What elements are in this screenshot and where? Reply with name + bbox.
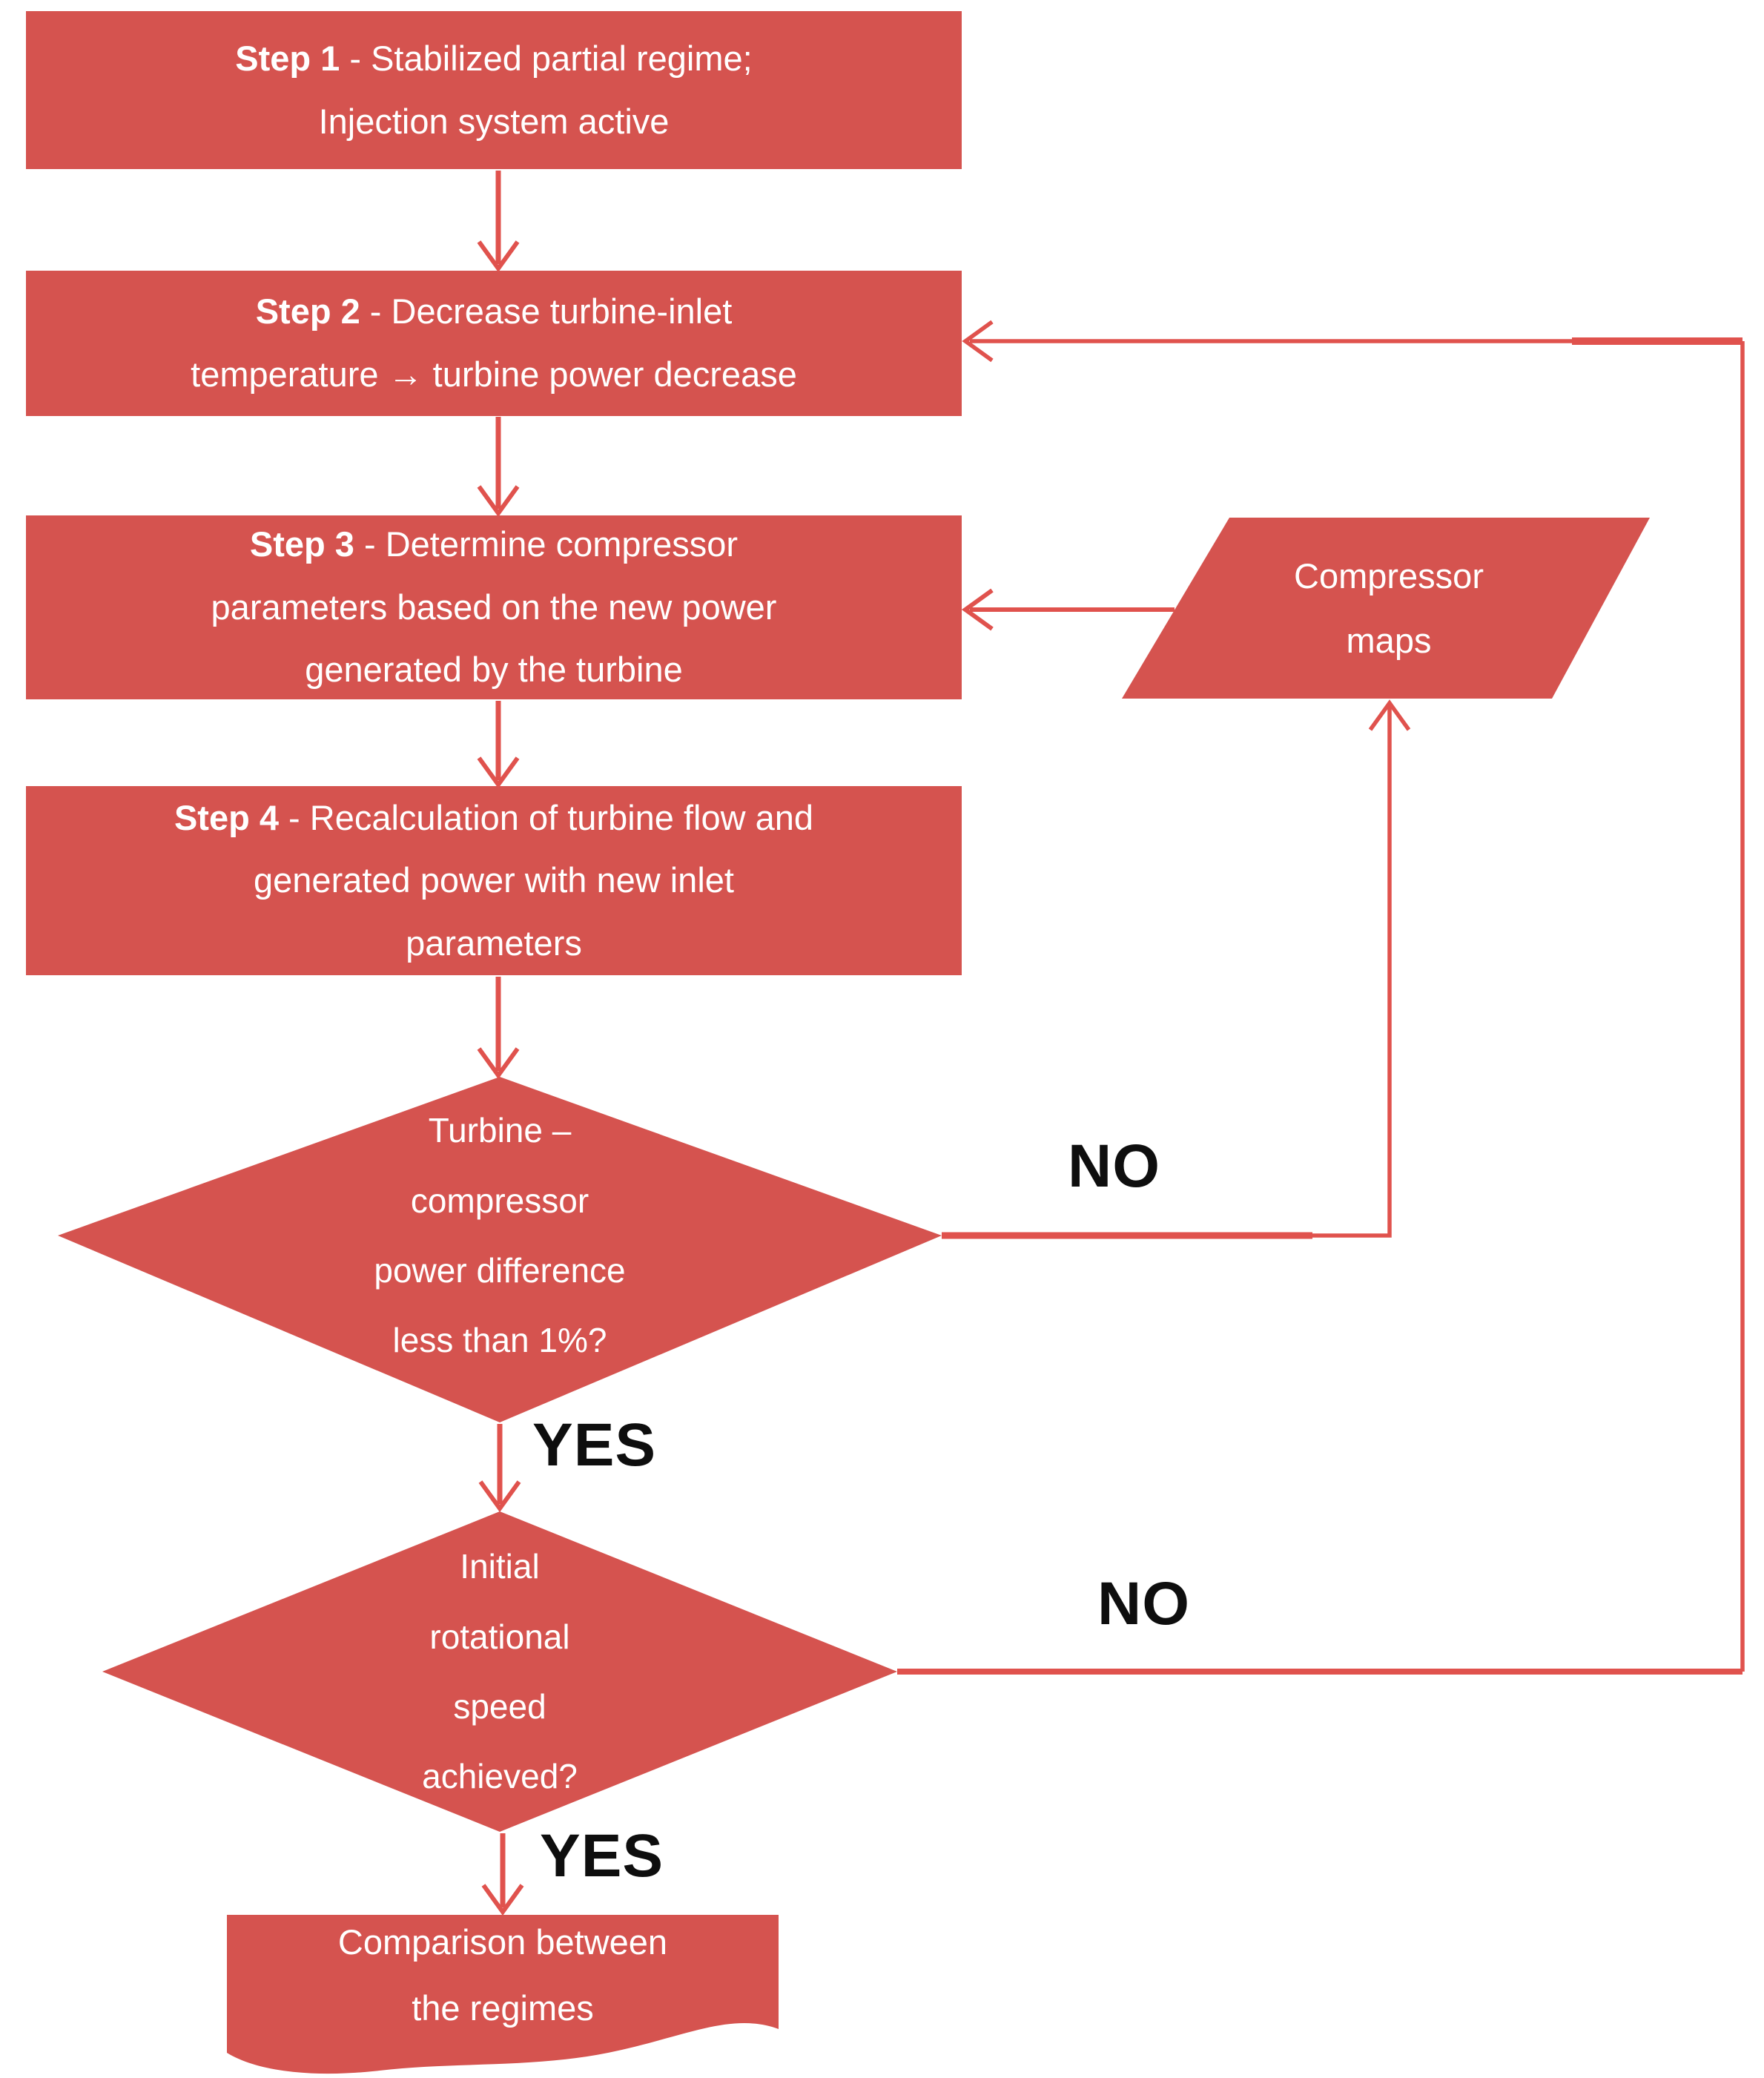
arrowhead-down-icon [477,756,520,789]
step-2-prefix: Step 2 [255,291,360,332]
no-label-1: NO [1068,1132,1160,1200]
no-label-2: NO [1097,1570,1190,1637]
arrowhead-left-icon [961,588,994,631]
comparison-label: Comparison between the regimes [337,1922,668,2028]
step-3-description: - Determine compressor parameters based … [211,524,777,690]
step-3-box [26,515,962,699]
connector-step4-decision1 [477,977,520,1080]
connector-decision1-no-compressor-maps [942,699,1411,1239]
step-2-label: Step 2 - Decrease turbine-inlet temperat… [26,271,962,416]
connector-step3-step4 [477,701,520,789]
step-3-label: Step 3 - Determine compressor parameters… [26,515,962,699]
compressor-maps-parallelogram [1122,518,1650,699]
comparison-document-shape [227,1915,779,2074]
step-1-box [26,11,962,169]
connector-compressor-maps-step3 [961,588,1175,631]
step-3-prefix: Step 3 [249,524,354,564]
step-4-description: - Recalculation of turbine flow and gene… [254,797,814,963]
step-1-description: - Stabilized partial regime; Injection s… [318,38,753,141]
compressor-maps-label: Compressor maps [1294,556,1484,660]
arrowhead-down-icon [481,1884,524,1916]
arrowhead-left-icon [962,320,994,363]
connector-decision2-yes-terminal [481,1833,524,1916]
step-1-label: Step 1 - Stabilized partial regime; Inje… [26,11,962,169]
arrowhead-down-icon [477,1047,520,1080]
connector-step2-step3 [477,417,520,518]
connector-decision2-no-step2 [897,320,1745,1675]
step-2-description: - Decrease turbine-inlet temperature → t… [191,291,797,394]
yes-label-2: YES [540,1822,664,1890]
arrowhead-down-icon [477,485,520,518]
step-1-prefix: Step 1 [235,38,340,78]
arrowhead-down-icon [478,1480,521,1513]
decision-2-label: Initial rotational speed achieved? [422,1547,578,1796]
yes-label-1: YES [532,1411,657,1479]
decision-2-diamond [102,1511,897,1832]
step-2-box [26,271,962,416]
arrowhead-up-icon [1368,699,1411,731]
decision-1-label: Turbine – compressor power difference le… [374,1111,626,1360]
step-4-prefix: Step 4 [174,797,279,837]
step-4-box [26,786,962,975]
connector-step1-step2 [477,171,520,273]
arrowhead-down-icon [477,240,520,273]
connector-elbow [1309,706,1392,1238]
connector-decision1-yes-decision2 [478,1424,521,1513]
decision-1-diamond [58,1077,942,1422]
step-4-label: Step 4 - Recalculation of turbine flow a… [26,786,962,975]
